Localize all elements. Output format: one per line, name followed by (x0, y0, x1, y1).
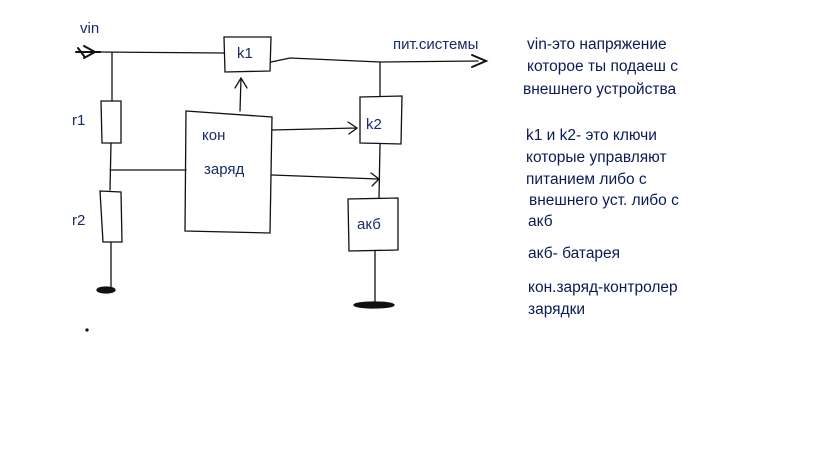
wire-vin-k1 (99, 51, 225, 54)
note-line: зарядки (528, 301, 586, 318)
ground-right (353, 301, 395, 309)
r1-resistor (100, 100, 122, 144)
ground-left (96, 286, 116, 294)
system-power-label: пит.системы (393, 36, 479, 53)
vin-label: vin (80, 20, 100, 37)
k2-box (359, 95, 403, 145)
r2-resistor (99, 190, 123, 243)
note-line: внешнего устройства (523, 81, 677, 98)
stray-dot (85, 328, 89, 332)
note-line: которое ты подаеш с (527, 58, 678, 75)
note-line: кон.заряд-контролер (528, 279, 678, 296)
k1-label: k1 (237, 45, 253, 62)
battery-box (347, 197, 399, 252)
controller-label-1: кон (202, 127, 226, 144)
k1-box (223, 36, 272, 73)
k2-label: k2 (366, 116, 382, 133)
arrow-controller-battery (271, 172, 380, 187)
controller-box (184, 110, 273, 234)
wire-k1-output (270, 57, 479, 63)
vin-input-arrow (75, 45, 101, 59)
note-line: которые управляют (526, 149, 667, 166)
battery-label: акб (357, 216, 381, 233)
output-arrow (471, 54, 489, 68)
r1-label: r1 (72, 112, 86, 129)
wire-k2-battery (378, 143, 381, 199)
wire-r1-r2 (109, 142, 112, 191)
note-line: акб- батарея (528, 245, 621, 262)
note-line: питанием либо с (526, 171, 647, 188)
arrow-controller-k1 (234, 76, 248, 112)
note-line: k1 и k2- это ключи (526, 127, 657, 144)
controller-label-2: заряд (204, 161, 245, 178)
note-line: внешнего уст. либо с (529, 192, 679, 209)
note-line: акб (528, 213, 553, 230)
r2-label: r2 (72, 212, 86, 229)
note-line: vin-это напряжение (527, 36, 667, 53)
arrow-controller-k2 (271, 121, 359, 135)
